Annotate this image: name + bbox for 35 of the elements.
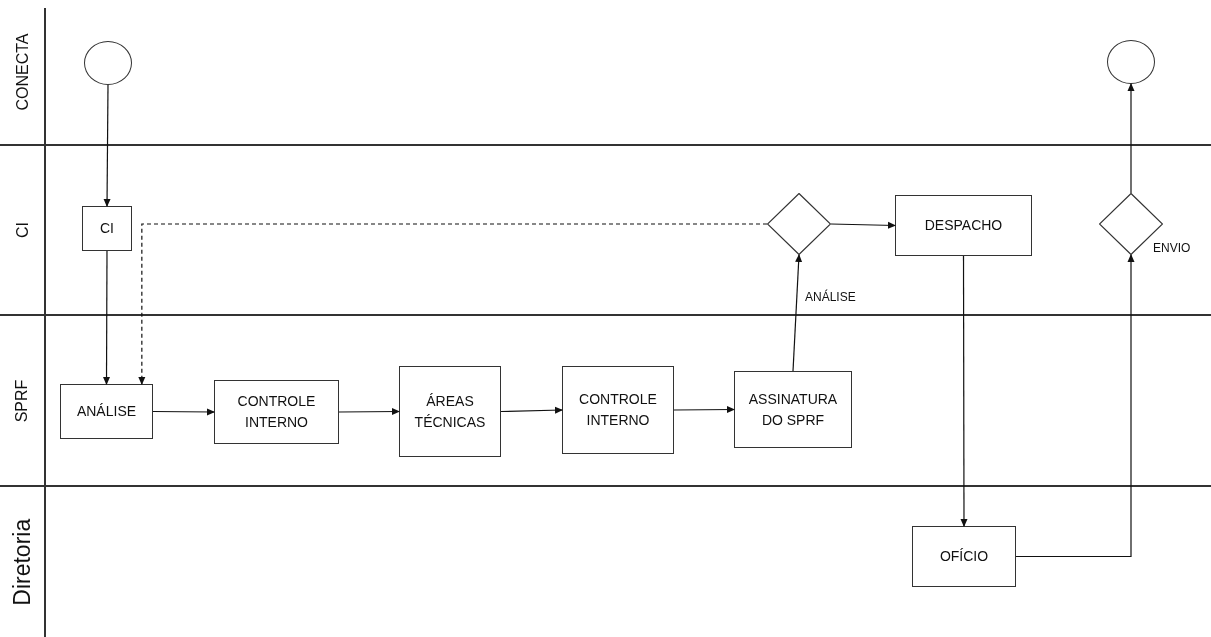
lane-label: CONECTA: [12, 33, 32, 111]
process-label: CONTROLE INTERNO: [578, 390, 658, 430]
arrow: [338, 408, 400, 416]
arrow: [1015, 254, 1135, 558]
arrow: [792, 254, 803, 372]
arrow: [152, 408, 215, 416]
lane-label: CI: [12, 222, 32, 238]
process-box: [895, 195, 1032, 256]
process-label: OFÍCIO: [939, 547, 989, 566]
arrow: [138, 223, 768, 385]
process-box: [82, 206, 132, 251]
process-box: [562, 366, 674, 454]
process-box: [399, 366, 501, 457]
lane-label: Diretoria: [8, 518, 37, 606]
arrow: [103, 84, 111, 207]
arrow: [103, 250, 111, 385]
decision-label: ENVIO: [1153, 240, 1191, 257]
terminal-circle: [1107, 40, 1155, 84]
terminal-circle: [84, 41, 132, 85]
arrow: [1127, 83, 1135, 194]
process-label: ANÁLISE: [76, 402, 137, 421]
process-label: CONTROLE INTERNO: [236, 392, 317, 432]
process-label: ASSINATURA DO SPRF: [747, 389, 839, 430]
process-box: [912, 526, 1016, 587]
lane-label: SPRF: [12, 379, 32, 422]
arrow: [500, 406, 563, 414]
process-box: [734, 371, 852, 448]
arrow: [673, 406, 735, 414]
process-box: [60, 384, 153, 439]
process-label: ÁREAS TÉCNICAS: [413, 391, 487, 432]
arrow: [830, 221, 896, 229]
process-label: CI: [100, 219, 114, 238]
process-label: DESPACHO: [924, 216, 1003, 235]
process-box: [214, 380, 339, 444]
arrow: [960, 255, 968, 527]
